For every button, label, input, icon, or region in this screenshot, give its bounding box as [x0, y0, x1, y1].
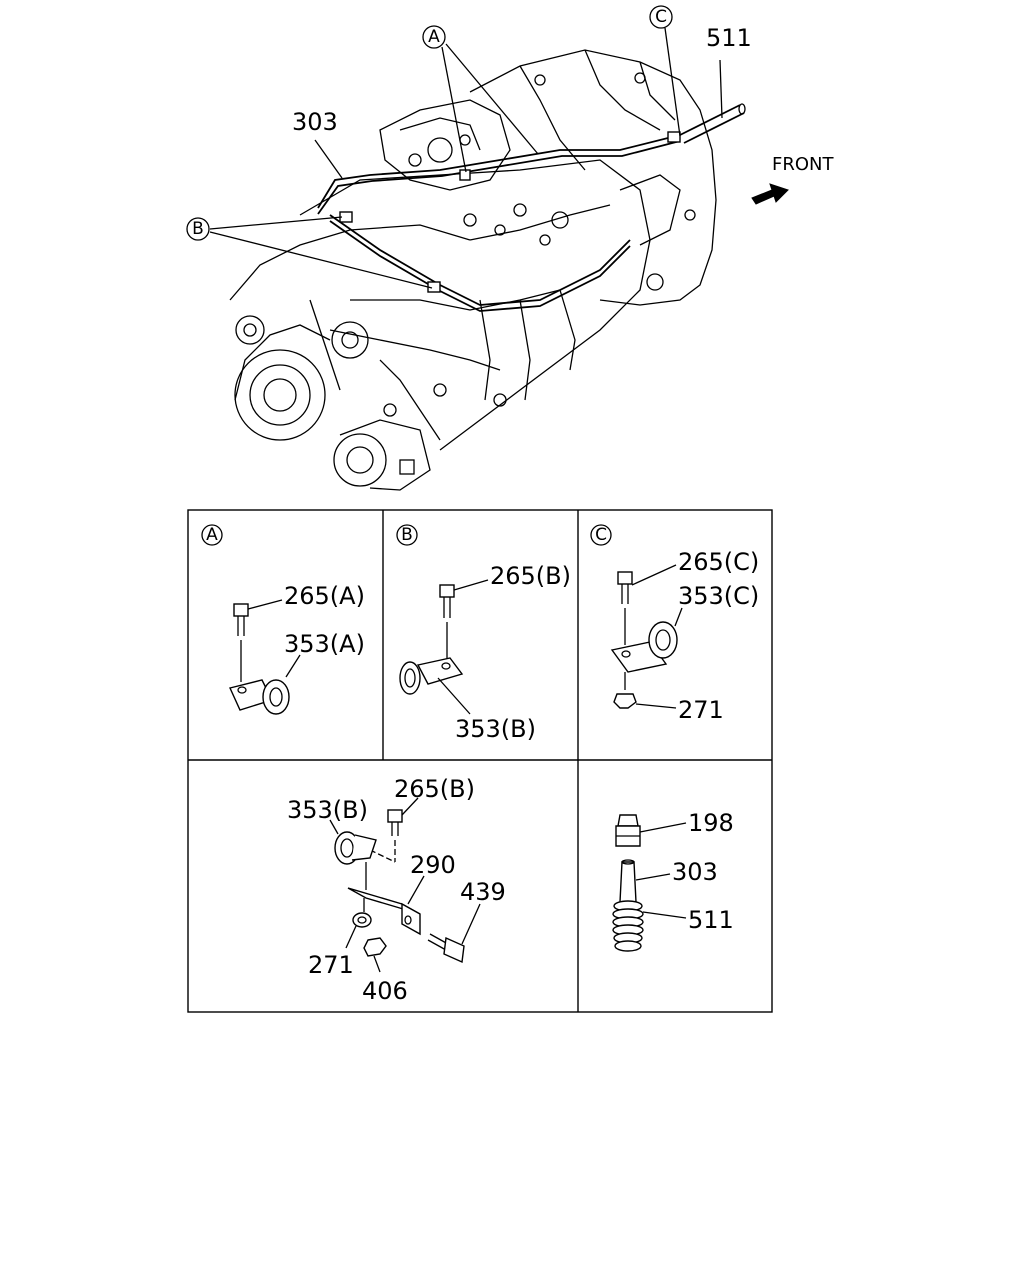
nut-406 — [363, 937, 387, 957]
label-439: 439 — [460, 878, 506, 906]
panel-c-tag: C — [595, 525, 607, 545]
clip-353b — [399, 661, 421, 695]
callout-c-text: C — [655, 7, 667, 27]
panel-a: A 265(A) 353(A) — [201, 524, 365, 715]
panel-c: C 265(C) 353(C) 271 — [590, 524, 759, 724]
label-511-hose: 511 — [688, 906, 734, 934]
label-265c: 265(C) — [678, 548, 759, 576]
front-label: FRONT — [772, 154, 834, 175]
label-406: 406 — [362, 977, 408, 1005]
bolt-head — [233, 603, 249, 617]
callout-c: C — [649, 5, 673, 29]
main-leaders — [209, 27, 723, 289]
hose-511 — [612, 900, 644, 952]
bolt-head — [439, 584, 455, 598]
callout-a: A — [422, 25, 446, 49]
panel-bracket: 265(B) 353(B) 290 439 271 406 — [287, 775, 506, 1005]
panel-b: B 265(B) 353(B) — [396, 524, 571, 743]
nut-271 — [613, 693, 637, 709]
label-265b-bracket: 265(B) — [394, 775, 475, 803]
label-198: 198 — [688, 809, 734, 837]
washer-271 — [352, 912, 372, 928]
label-271-bracket: 271 — [308, 951, 354, 979]
label-303-hose: 303 — [672, 858, 718, 886]
bolt-head — [617, 571, 633, 585]
callout-b: B — [186, 217, 210, 241]
fitting-198 — [617, 814, 639, 827]
panel-hose: 198 303 511 — [612, 809, 734, 952]
label-290: 290 — [410, 851, 456, 879]
label-353a: 353(A) — [284, 630, 365, 658]
bolt-439 — [443, 936, 465, 964]
label-353b-bracket: 353(B) — [287, 796, 368, 824]
label-353b: 353(B) — [455, 715, 536, 743]
transmission-assembly — [229, 49, 746, 491]
label-265b: 265(B) — [490, 562, 571, 590]
front-arrow-icon — [751, 183, 789, 205]
label-303: 303 — [292, 108, 338, 136]
bolt-head — [387, 809, 403, 823]
detail-grid — [187, 509, 773, 1013]
label-511: 511 — [706, 24, 752, 52]
callout-a-text: A — [428, 27, 440, 47]
label-353c: 353(C) — [678, 582, 759, 610]
panel-a-tag: A — [206, 525, 218, 545]
panel-b-tag: B — [401, 525, 413, 545]
label-271c: 271 — [678, 696, 724, 724]
label-265a: 265(A) — [284, 582, 365, 610]
pipe-303 — [619, 861, 637, 903]
callout-b-text: B — [192, 219, 204, 239]
